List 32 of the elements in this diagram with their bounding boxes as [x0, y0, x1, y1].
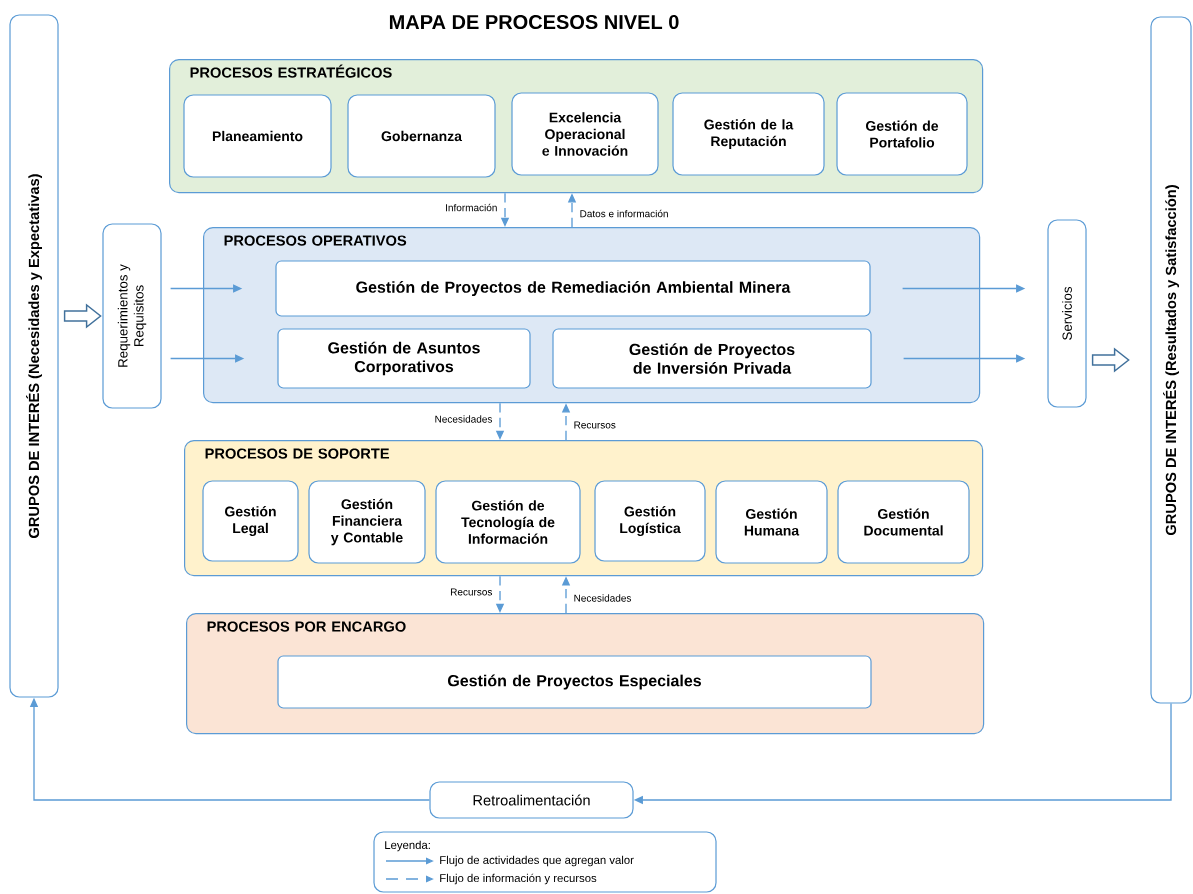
process-box: Gestión Logística — [594, 480, 706, 562]
block-arrow — [63, 303, 102, 329]
process-box: Gestión Humana — [715, 480, 828, 564]
process-box: Gestión de Tecnología de Información — [435, 480, 581, 564]
process-box: Gestión Documental — [837, 480, 970, 564]
edge-label: Necesidades — [435, 415, 493, 423]
stakeholder-panel: GRUPOS DE INTERÉS (Resultados y Satisfacción) — [1150, 16, 1192, 704]
process-box: Gestión Legal — [202, 480, 299, 562]
stakeholder-panel: GRUPOS DE INTERÉS (Necesidades y Expectativas) — [9, 14, 59, 698]
block-arrow — [1091, 347, 1130, 373]
edge-label: Recursos — [574, 421, 616, 429]
process-box: Gestión de Proyectos de Remediación Ambiental Minera — [275, 260, 871, 317]
legend-text: Flujo de actividades que agregan valor — [440, 855, 634, 867]
edge-label: Recursos — [451, 588, 493, 596]
legend-text: Flujo de información y recursos — [440, 873, 597, 885]
edge-label: Datos e información — [580, 209, 668, 218]
process-box: Gestión de Portafolio — [836, 92, 968, 176]
title: MAPA DE PROCESOS NIVEL 0 — [389, 14, 679, 30]
process-box: Gestión de Proyectos Especiales — [277, 655, 872, 709]
process-box: Gestión de la Reputación — [672, 92, 825, 176]
edge-label: Información — [446, 203, 497, 212]
legend-title: Leyenda: — [385, 840, 430, 852]
flow-box: Requerimientos y Requisitos — [102, 223, 162, 409]
process-box: Gestión de Proyectos de Inversión Privada — [552, 328, 872, 389]
feedback-box: Retroalimentación — [429, 781, 634, 819]
process-box: Gestión de Asuntos Corporativos — [277, 328, 531, 389]
flow-box: Servicios — [1047, 219, 1087, 408]
process-box: Gestión Financiera y Contable — [308, 480, 426, 564]
process-box: Excelencia Operacional e Innovación — [511, 92, 659, 176]
process-box: Planeamiento — [183, 94, 332, 178]
process-box: Gobernanza — [347, 94, 496, 178]
edge-label: Necesidades — [574, 594, 632, 602]
